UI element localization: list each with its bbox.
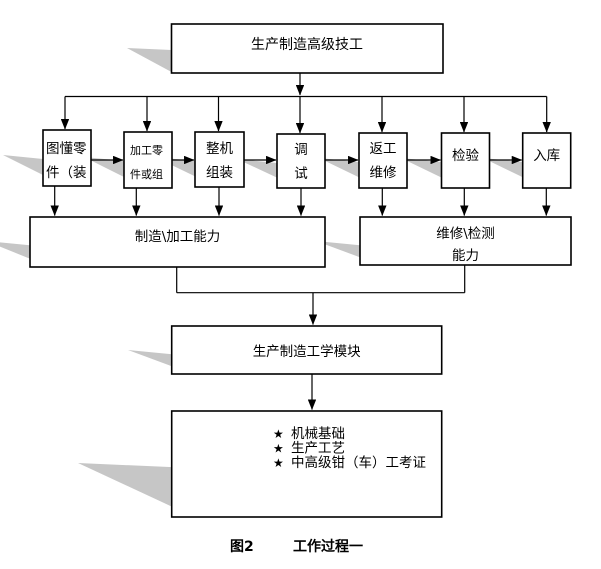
outcome-item-3: 中高级钳（车）工考证: [291, 454, 426, 471]
capability-right-label-line1: 维修\检测: [436, 226, 495, 242]
capability-right-label-line2: 能力: [452, 248, 479, 264]
module-box: [170, 325, 443, 375]
step-box-4-label-line2: 试: [294, 166, 308, 182]
shadow-title-box: [127, 48, 172, 72]
step-box-2-label-line2: 件或组: [130, 167, 163, 181]
capability-right-box: [359, 216, 572, 266]
title-box-label: 生产制造高级技工: [251, 36, 363, 53]
step-box-7: [521, 132, 572, 189]
figure-caption-number: 图2: [230, 539, 254, 555]
step-box-7-label: 入库: [533, 148, 560, 164]
capability-left-box: [29, 216, 326, 268]
step-box-4-label-line1: 调: [294, 142, 308, 158]
star-icon: ★: [273, 427, 284, 441]
step-box-2-label-line1: 加工零: [130, 144, 163, 157]
module-box-label: 生产制造工学模块: [253, 344, 361, 360]
step-box-5-label-line2: 维修: [370, 165, 397, 181]
step-box-6-label: 检验: [452, 148, 479, 164]
star-icon: ★: [273, 456, 284, 470]
step-box-3-label-line2: 组装: [206, 165, 233, 181]
outcome-item-2: 生产工艺: [291, 441, 345, 457]
shadow-outcome-box: [78, 463, 192, 516]
step-box-6: [440, 132, 491, 189]
step-box-3: [194, 131, 245, 188]
step-box-3-label-line1: 整机: [206, 141, 233, 157]
title-box: [170, 23, 444, 74]
outcome-item-1: 机械基础: [291, 425, 345, 442]
step-box-1: [42, 129, 92, 187]
step-box-4: [276, 133, 326, 189]
step-box-2: [123, 131, 173, 189]
star-icon: ★: [273, 442, 284, 456]
step-box-5: [358, 132, 408, 189]
outcome-box: [170, 410, 443, 518]
figure-caption-title: 工作过程一: [293, 538, 363, 555]
capability-left-label: 制造\加工能力: [135, 229, 221, 245]
step-box-1-label-line1: 图懂零: [46, 141, 87, 157]
step-box-5-label-line1: 返工: [370, 141, 397, 157]
step-box-1-label-line2: 件（装: [46, 165, 87, 181]
